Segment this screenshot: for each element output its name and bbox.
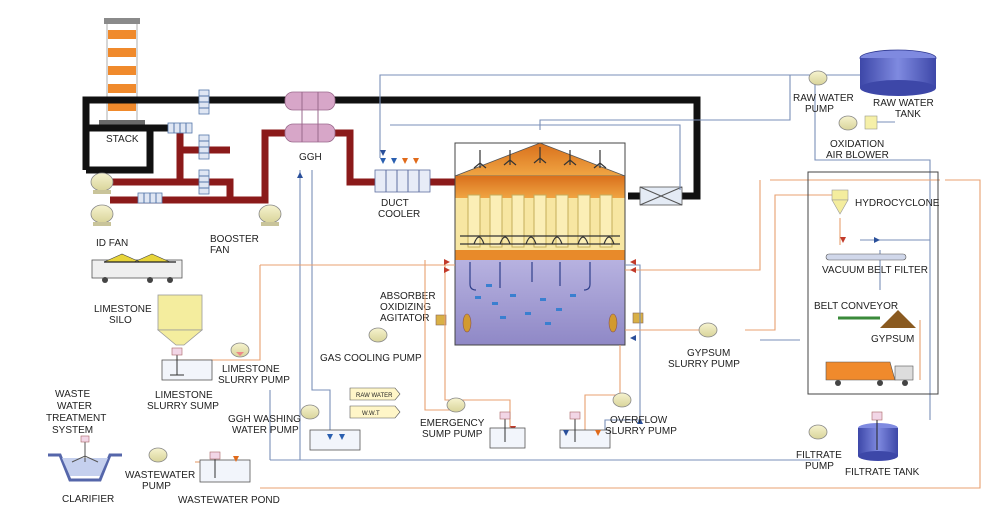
gypsum-dewatering-frame — [807, 171, 939, 395]
emergency-label-2: SUMP PUMP — [422, 429, 483, 440]
id-fan-label: ID FAN — [96, 238, 128, 249]
absorber-label-1: ABSORBER — [380, 291, 436, 302]
water-lines — [269, 74, 931, 461]
limestone-silo-label-1: LIMESTONE — [94, 304, 152, 315]
limestone-sump-label-2: SLURRY SUMP — [147, 401, 219, 412]
waste-water-label-1: WASTE — [55, 389, 91, 400]
limestone-sump-label-1: LIMESTONE — [155, 390, 213, 401]
oxidation-label-1: OXIDATION — [830, 139, 884, 150]
damper-2 — [198, 89, 210, 115]
ggh-label: GGH — [299, 152, 322, 163]
duct-cooler-label-2: COOLER — [378, 209, 420, 220]
duct-cooler — [374, 158, 431, 193]
gypsum-slurry-label-1: GYPSUM — [687, 348, 730, 359]
wwt-tag — [349, 405, 401, 419]
wastewater-pump-label-2: PUMP — [142, 481, 171, 492]
booster-fan-label-1: BOOSTER — [210, 234, 259, 245]
ggh-washing-label-1: GGH WASHING — [228, 414, 301, 425]
emergency-label-1: EMERGENCY — [420, 418, 485, 429]
duct-cooler-label-1: DUCT — [381, 198, 409, 209]
limestone-slurry-sump — [161, 347, 213, 381]
limestone-pump-label-1: LIMESTONE — [222, 364, 280, 375]
damper-4 — [198, 169, 210, 195]
gypsum-truck — [825, 361, 914, 386]
filtrate-pump-label-2: PUMP — [805, 461, 834, 472]
ggh-washing-label-2: WATER PUMP — [232, 425, 299, 436]
waste-water-label-4: SYSTEM — [52, 425, 93, 436]
oxidation-label-2: AIR BLOWER — [826, 150, 889, 161]
limestone-truck — [91, 253, 183, 283]
damper-5 — [137, 192, 163, 204]
flow-arrows — [444, 237, 846, 432]
waste-water-label-2: WATER — [57, 401, 92, 412]
raw-water-pump-label-2: PUMP — [805, 104, 834, 115]
hydrocyclone — [831, 189, 849, 215]
gypsum-slurry-pump — [698, 322, 718, 338]
wastewater-pump-label-1: WASTEWATER — [125, 470, 195, 481]
raw-water-tag — [349, 387, 401, 401]
damper-1 — [167, 122, 193, 134]
limestone-pump-label-2: SLURRY PUMP — [218, 375, 290, 386]
wwt-tag-label: W.W.T — [362, 411, 380, 417]
gas-cooling-pump — [368, 327, 388, 343]
belt-conveyor-label: BELT CONVEYOR — [814, 301, 898, 312]
ggh-washing-tank — [309, 429, 361, 451]
clarifier — [48, 435, 122, 482]
gypsum-label: GYPSUM — [871, 334, 914, 345]
filtrate-pump — [808, 424, 828, 440]
filtrate-tank-label: FILTRATE TANK — [845, 467, 920, 478]
overflow-tank — [559, 411, 611, 449]
emergency-sump-pump — [446, 397, 466, 413]
flow-arrows-blue — [297, 150, 880, 424]
slurry-lines — [175, 179, 981, 489]
damper-3 — [198, 134, 210, 160]
absorber — [435, 142, 644, 346]
ggh-washing-water-pump — [300, 404, 320, 420]
wastewater-pond — [199, 451, 251, 483]
overflow-label-1: OVERFLOW — [610, 415, 668, 426]
gypsum-slurry-label-2: SLURRY PUMP — [668, 359, 740, 370]
stack-label: STACK — [106, 134, 139, 145]
limestone-silo-label-2: SILO — [109, 315, 132, 326]
filtrate-pump-label-1: FILTRATE — [796, 450, 842, 461]
belt-conveyor — [838, 310, 916, 328]
absorber-label-3: AGITATOR — [380, 313, 429, 324]
vacuum-belt-filter-label: VACUUM BELT FILTER — [822, 265, 928, 276]
raw-water-tag-label: RAW WATER — [356, 393, 393, 399]
ggh — [284, 91, 336, 143]
absorber-label-2: OXIDIZING — [380, 302, 431, 313]
booster-fan — [258, 204, 282, 226]
hydrocyclone-label: HYDROCYCLONE — [855, 198, 940, 209]
clarifier-label: CLARIFIER — [62, 494, 114, 505]
waste-water-label-3: TREATMENT — [46, 413, 106, 424]
gas-cooling-pump-label: GAS COOLING PUMP — [320, 353, 422, 364]
raw-water-tank-label-1: RAW WATER — [873, 98, 934, 109]
id-fan-lower — [90, 204, 114, 226]
raw-water-tank — [859, 49, 937, 96]
overflow-slurry-pump — [612, 392, 632, 408]
limestone-slurry-pump — [230, 342, 250, 358]
outlet-damper-box — [639, 186, 683, 206]
emergency-sump — [489, 411, 526, 449]
overflow-label-2: SLURRY PUMP — [605, 426, 677, 437]
booster-fan-label-2: FAN — [210, 245, 229, 256]
raw-water-pump-label-1: RAW WATER — [793, 93, 854, 104]
stack — [99, 18, 145, 126]
filtrate-tank — [858, 411, 898, 461]
limestone-silo — [156, 294, 204, 346]
wastewater-pond-label: WASTEWATER POND — [178, 495, 280, 506]
wastewater-pump — [148, 447, 168, 463]
vacuum-belt-filter — [825, 253, 907, 261]
raw-water-tank-label-2: TANK — [895, 109, 921, 120]
raw-water-pump — [808, 70, 828, 86]
id-fan-upper — [90, 172, 114, 194]
oxidation-air-blower — [838, 115, 895, 131]
